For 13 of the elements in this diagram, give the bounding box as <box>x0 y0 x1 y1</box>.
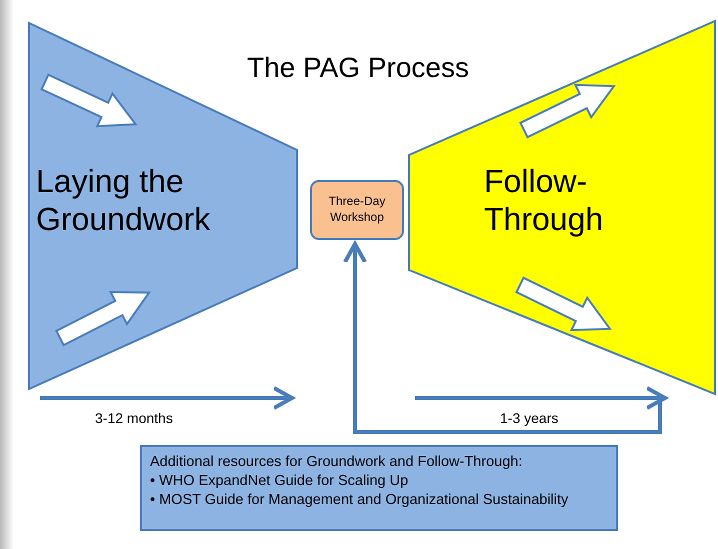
phase-title: Follow-Through <box>484 162 604 239</box>
box-label: Three-Day Workshop <box>328 194 386 226</box>
resource-item: • WHO ExpandNet Guide for Scaling Up <box>150 472 410 491</box>
process-box <box>310 180 404 240</box>
resource-item: • MOST Guide for Management and Organizational Sustainability <box>150 490 570 510</box>
duration-label: 3-12 months <box>95 410 173 426</box>
arrow <box>343 242 662 434</box>
phase-trapezoid <box>28 22 298 390</box>
resources-heading: Additional resources for Groundwork and Follow-Through: <box>150 453 524 472</box>
resources-box <box>140 445 618 531</box>
duration-label: 1-3 years <box>500 410 558 426</box>
phase-title: Laying the Groundwork <box>36 162 212 239</box>
diagram-title: The PAG Process <box>246 52 470 84</box>
